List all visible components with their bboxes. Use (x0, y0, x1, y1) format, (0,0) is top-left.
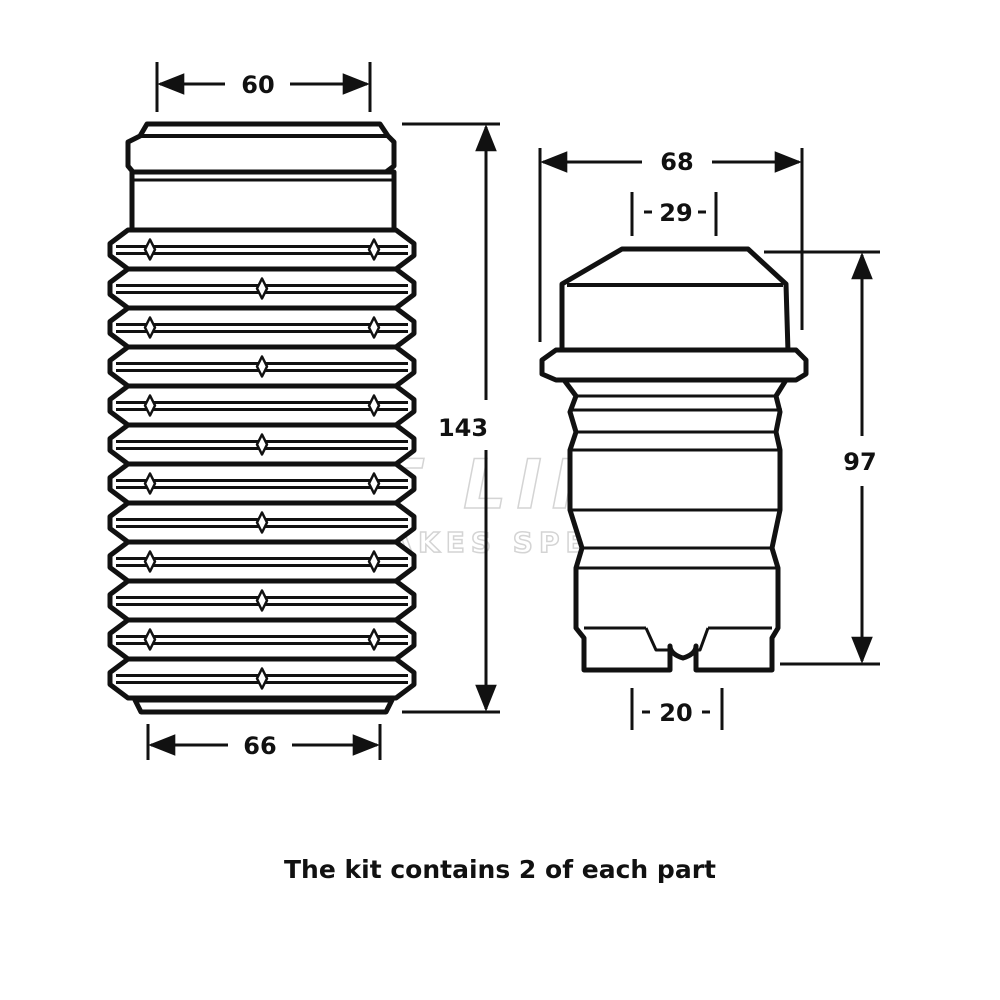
gaiter-mould-mark (255, 277, 269, 300)
bump-stop-top-width-label: 29 (659, 199, 692, 227)
gaiter-mould-mark (367, 238, 381, 261)
gaiter-mould-mark (143, 628, 157, 651)
bump-stop-bottom-width-label: 20 (659, 699, 692, 727)
gaiter-mould-mark (255, 433, 269, 456)
gaiter-bottom-width-label: 66 (243, 732, 276, 760)
gaiter-top-width-label: 60 (241, 71, 274, 99)
bump-stop-crown (559, 246, 791, 355)
gaiter-drawing (107, 121, 417, 715)
gaiter-bottom-ring (132, 697, 395, 715)
gaiter-mould-mark (367, 316, 381, 339)
gaiter-dimensions (146, 62, 500, 760)
gaiter-mould-mark (255, 511, 269, 534)
gaiter-mould-mark (367, 472, 381, 495)
gaiter-mould-mark (143, 472, 157, 495)
gaiter-mould-mark (255, 589, 269, 612)
bump-stop-height-label: 97 (843, 448, 876, 476)
gaiter-mould-mark (143, 238, 157, 261)
gaiter-mould-mark (143, 316, 157, 339)
gaiter-bellows (107, 227, 417, 701)
bump-stop-dimensions (538, 148, 880, 730)
gaiter-height-label: 143 (438, 414, 488, 442)
gaiter-top-collar (125, 121, 397, 175)
gaiter-mould-mark (367, 550, 381, 573)
bump-stop-body (561, 377, 789, 673)
kit-caption: The kit contains 2 of each part (284, 855, 716, 884)
bump-stop-drawing (539, 246, 809, 673)
gaiter-mould-mark (255, 667, 269, 690)
gaiter-mould-mark (367, 628, 381, 651)
gaiter-mould-mark (143, 550, 157, 573)
bump-stop-overall-width-label: 68 (660, 148, 693, 176)
gaiter-mould-mark (255, 355, 269, 378)
gaiter-mould-mark (367, 394, 381, 417)
bump-stop-flange (539, 347, 809, 383)
gaiter-mould-mark (143, 394, 157, 417)
